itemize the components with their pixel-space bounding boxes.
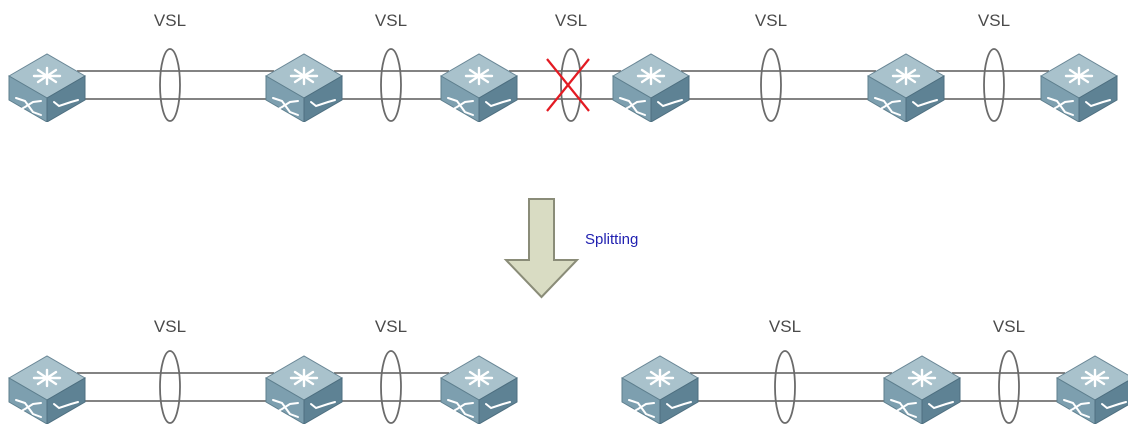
- vsl-link: [77, 48, 274, 122]
- vsl-link: [690, 350, 892, 424]
- vsl-bundle-ring-icon: [774, 350, 796, 424]
- network-switch-icon: [439, 52, 519, 122]
- vsl-label: VSL: [154, 11, 186, 30]
- network-switch-icon: [866, 52, 946, 122]
- vsl-label: VSL: [375, 317, 407, 336]
- vsl-link: [936, 48, 1049, 122]
- vsl-label: VSL: [375, 11, 407, 30]
- vsl-bundle-ring-icon: [760, 48, 782, 122]
- vsl-label: VSL: [555, 11, 587, 30]
- network-switch-icon: [264, 354, 344, 424]
- vsl-bundle-ring-icon: [159, 48, 181, 122]
- network-switch-icon: [611, 52, 691, 122]
- vsl-bundle-ring-icon: [380, 350, 402, 424]
- network-switch-icon: [1039, 52, 1119, 122]
- vsl-link: [509, 48, 621, 122]
- vsl-bundle-ring-icon: [159, 350, 181, 424]
- vsl-link: [681, 48, 876, 122]
- vsl-link: [77, 350, 274, 424]
- network-switch-icon: [439, 354, 519, 424]
- vsl-link: [334, 48, 449, 122]
- bottom-left-group: [77, 350, 449, 424]
- vsl-label: VSL: [755, 11, 787, 30]
- vsl-bundle-ring-icon: [560, 48, 582, 122]
- vsl-label: VSL: [978, 11, 1010, 30]
- vsl-bundle-ring-icon: [983, 48, 1005, 122]
- network-switch-icon: [882, 354, 962, 424]
- network-switch-icon: [1055, 354, 1128, 424]
- network-switch-icon: [264, 52, 344, 122]
- top-row-group: [77, 48, 1049, 122]
- splitting-label: Splitting: [585, 231, 638, 248]
- vsl-link: [334, 350, 449, 424]
- vsl-bundle-ring-icon: [380, 48, 402, 122]
- vsl-bundle-ring-icon: [998, 350, 1020, 424]
- network-switch-icon: [620, 354, 700, 424]
- network-switch-icon: [7, 52, 87, 122]
- vsl-label: VSL: [154, 317, 186, 336]
- vsl-link: [952, 350, 1065, 424]
- network-switch-icon: [7, 354, 87, 424]
- red-x-icon: [546, 58, 590, 112]
- splitting-transition: Splitting: [503, 198, 638, 299]
- vsl-label: VSL: [769, 317, 801, 336]
- bottom-right-group: [690, 350, 1065, 424]
- vsl-label: VSL: [993, 317, 1025, 336]
- down-arrow-icon: [503, 198, 580, 299]
